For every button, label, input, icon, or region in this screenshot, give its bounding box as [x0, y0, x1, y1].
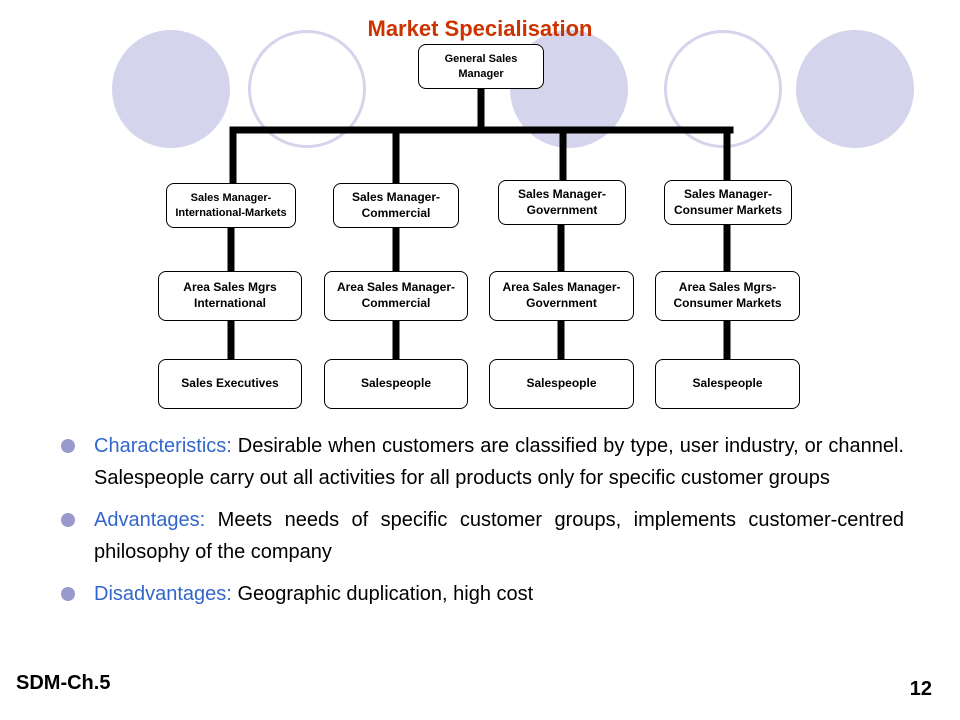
node-general-sales-manager: General Sales Manager: [418, 44, 544, 89]
bullet-text: Desirable when customers are classified …: [94, 435, 904, 489]
bullet-characteristics: Characteristics: Desirable when customer…: [58, 430, 904, 494]
bullet-dot-icon: [61, 439, 75, 453]
bullet-dot-icon: [61, 513, 75, 527]
bullet-advantages: Advantages: Meets needs of specific cust…: [58, 504, 904, 568]
node-staff-international: Sales Executives: [158, 359, 302, 409]
bullet-key: Characteristics:: [94, 435, 232, 457]
node-manager-international: Sales Manager-International-Markets: [166, 183, 296, 228]
decorative-circle: [796, 30, 914, 148]
node-area-commercial: Area Sales Manager-Commercial: [324, 271, 468, 321]
node-area-consumer-markets: Area Sales Mgrs-Consumer Markets: [655, 271, 800, 321]
bullet-key: Disadvantages:: [94, 583, 232, 605]
node-staff-consumer-markets: Salespeople: [655, 359, 800, 409]
bullet-list: Characteristics: Desirable when customer…: [58, 430, 904, 620]
node-staff-government: Salespeople: [489, 359, 634, 409]
node-area-international: Area Sales Mgrs International: [158, 271, 302, 321]
node-area-government: Area Sales Manager-Government: [489, 271, 634, 321]
bullet-text: Meets needs of specific customer groups,…: [94, 509, 905, 563]
node-staff-commercial: Salespeople: [324, 359, 468, 409]
node-manager-consumer-markets: Sales Manager-Consumer Markets: [664, 180, 792, 225]
decorative-circle: [112, 30, 230, 148]
page-number: 12: [909, 678, 932, 700]
slide-title: Market Specialisation: [367, 16, 593, 41]
bullet-text: Geographic duplication, high cost: [237, 583, 534, 605]
bullet-key: Advantages:: [94, 509, 206, 531]
bullet-dot-icon: [61, 587, 75, 601]
node-manager-commercial: Sales Manager-Commercial: [333, 183, 459, 228]
bullet-disadvantages: Disadvantages: Geographic duplication, h…: [58, 578, 904, 610]
node-manager-government: Sales Manager-Government: [498, 180, 626, 225]
footer-chapter-label: SDM-Ch.5: [16, 672, 111, 694]
